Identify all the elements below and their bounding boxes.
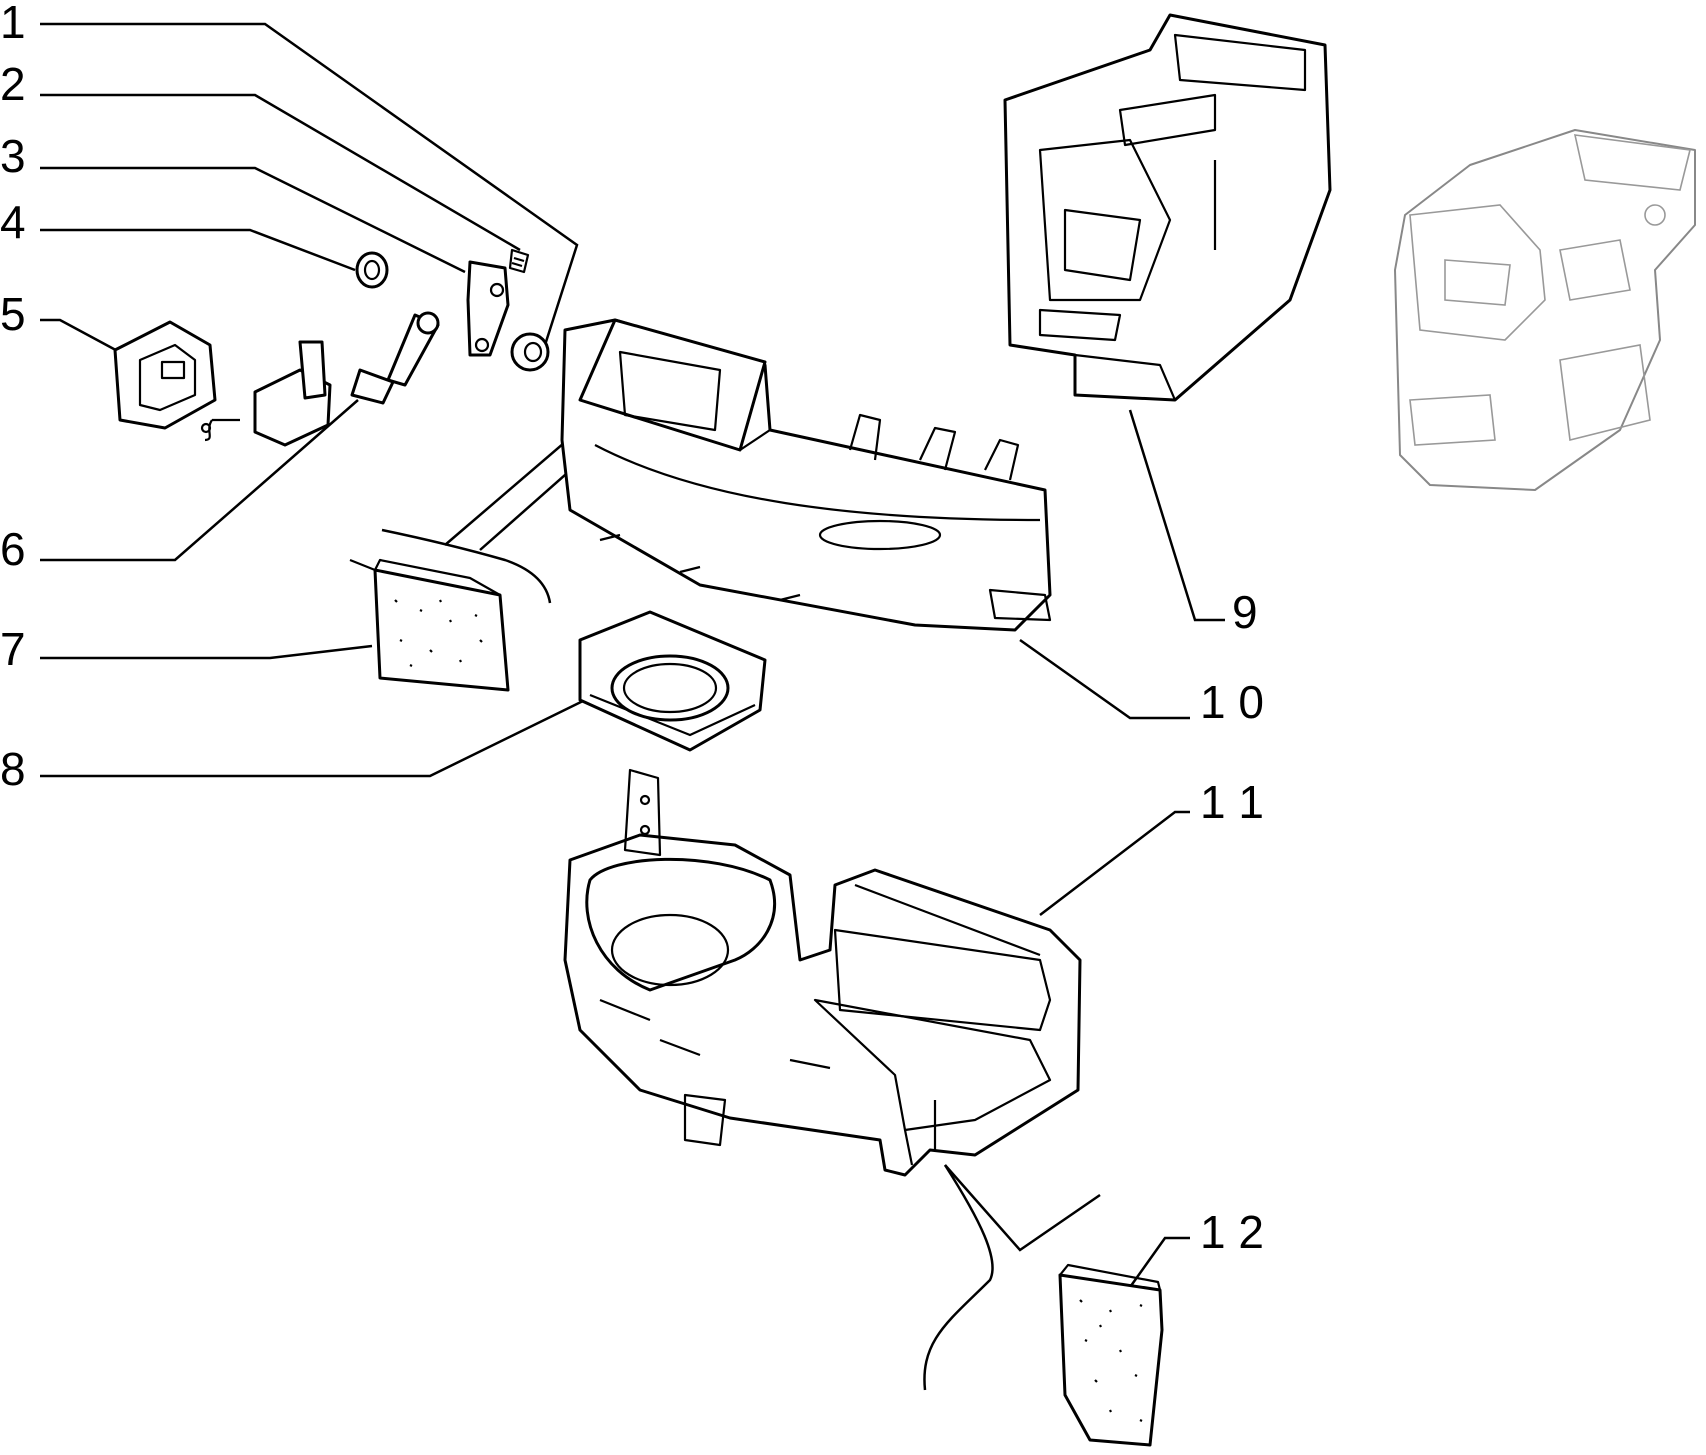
callout-2: 2 <box>0 58 26 110</box>
part-11-lower-housing <box>563 768 1082 1177</box>
callout-10: 1 0 <box>1200 676 1264 728</box>
leader-8 <box>40 698 586 778</box>
filter-12-texture <box>1079 1299 1143 1422</box>
part-3-bracket <box>466 260 510 357</box>
curve-12 <box>923 1164 994 1391</box>
callout-11: 1 1 <box>1200 776 1264 828</box>
leader-12 <box>1126 1236 1190 1291</box>
callout-4: 4 <box>0 196 26 248</box>
leader-2 <box>40 93 521 252</box>
callout-12: 1 2 <box>1200 1206 1264 1258</box>
callout-8: 8 <box>0 743 26 795</box>
assembled-unit-ghost <box>1394 129 1696 491</box>
leader-9 <box>1128 409 1225 622</box>
part-4-grommet <box>355 251 389 289</box>
part-7-filter <box>349 558 510 692</box>
part-12-filter <box>1058 1263 1164 1447</box>
blower-resistor <box>200 340 332 447</box>
callout-3: 3 <box>0 130 26 182</box>
part-1-grommet <box>510 332 550 372</box>
callout-9: 9 <box>1232 586 1258 638</box>
leader-1 <box>40 22 579 346</box>
filter-texture <box>394 599 483 667</box>
part-6-lever <box>350 311 440 405</box>
leader-3 <box>40 166 466 274</box>
leader-12-housing <box>944 1164 1101 1252</box>
leader-6 <box>40 399 359 562</box>
leader-4 <box>40 228 356 272</box>
leader-5 <box>40 318 126 357</box>
part-9-air-distribution-box <box>1003 13 1332 402</box>
callout-1: 1 <box>0 0 26 48</box>
leader-10 <box>1019 638 1190 720</box>
part-8-blower-ring <box>578 610 767 752</box>
curve-7 <box>381 528 552 604</box>
part-5-mounting-plate <box>113 320 217 430</box>
part-2-spring <box>508 248 530 274</box>
part-10-upper-housing <box>560 318 1052 632</box>
leader-7 <box>40 644 373 660</box>
leader-11 <box>1039 810 1190 916</box>
callout-5: 5 <box>0 288 26 340</box>
callout-6: 6 <box>0 523 26 575</box>
callout-7: 7 <box>0 623 26 675</box>
